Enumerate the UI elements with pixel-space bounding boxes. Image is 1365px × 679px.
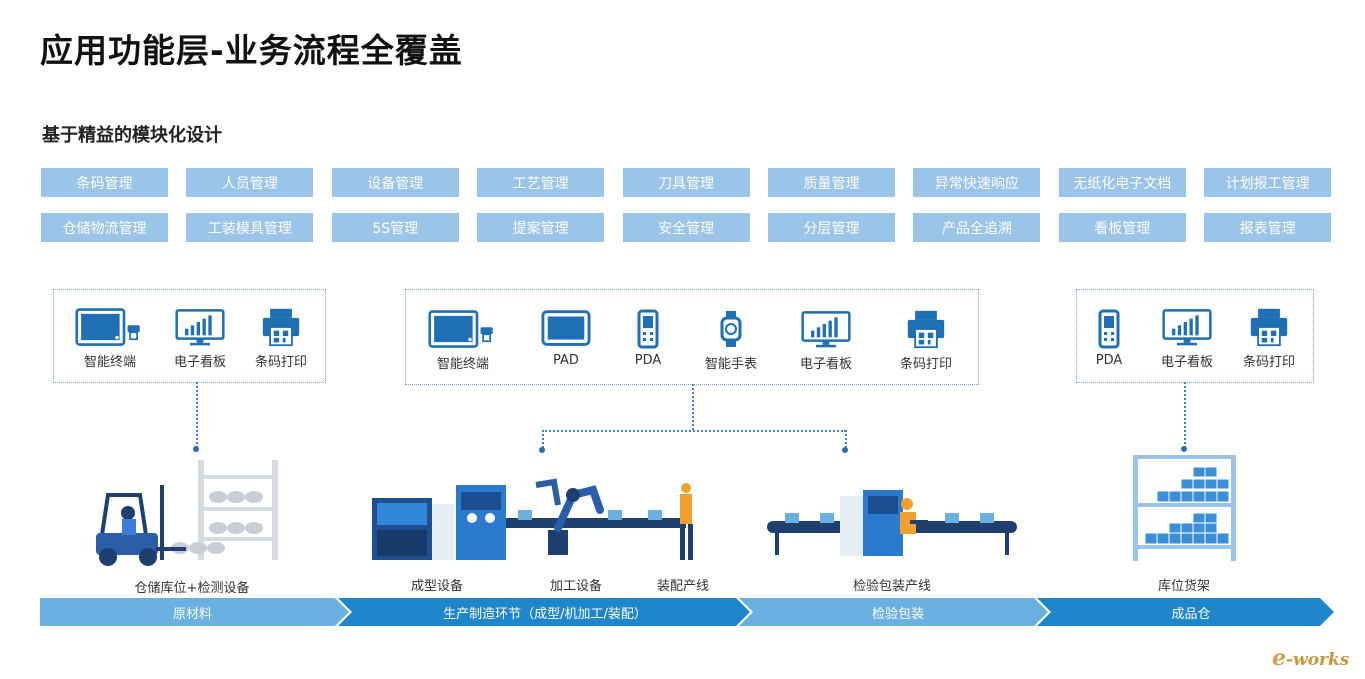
device-pad: PAD (521, 309, 611, 368)
device-electronic-board-left: 电子看板 (155, 307, 245, 370)
connector-middle-left-drop (542, 430, 544, 448)
module-plan-report[interactable]: 计划报工管理 (1204, 168, 1332, 197)
device-barcode-printer-right: 条码打印 (1224, 307, 1314, 370)
connector-middle-right-drop (845, 430, 847, 448)
electronic-board-icon (175, 307, 225, 347)
pda-icon (1097, 309, 1121, 349)
module-traceability[interactable]: 产品全追溯 (913, 213, 1041, 242)
connector-left (196, 382, 198, 448)
barcode-printer-icon (1249, 307, 1289, 347)
device-pda-middle: PDA (603, 309, 693, 368)
module-kanban[interactable]: 看板管理 (1058, 213, 1186, 242)
scene-label-shelf: 库位货架 (1157, 579, 1211, 594)
device-smart-watch: 智能手表 (686, 309, 776, 372)
shelf-illustration (1133, 455, 1236, 561)
module-quality[interactable]: 质量管理 (767, 168, 895, 197)
device-barcode-printer-left: 条码打印 (236, 307, 326, 370)
stage-production: 生产制造环节（成型/机加工/装配） (443, 606, 647, 622)
module-5s[interactable]: 5S管理 (331, 213, 459, 242)
scene-label-inspection: 检验包装产线 (852, 579, 932, 594)
module-safety[interactable]: 安全管理 (622, 213, 750, 242)
module-personnel[interactable]: 人员管理 (186, 168, 314, 197)
module-fixtures[interactable]: 工装模具管理 (186, 213, 314, 242)
pad-icon (541, 309, 591, 349)
device-barcode-printer-middle: 条码打印 (881, 309, 971, 372)
warehouse-forklift-illustration (96, 460, 278, 566)
connector-right (1184, 382, 1186, 448)
scene-label-warehouse: 仓储库位+检测设备 (134, 581, 250, 596)
production-line-illustration (372, 478, 693, 560)
barcode-printer-icon (906, 309, 946, 349)
module-paperless[interactable]: 无纸化电子文档 (1058, 168, 1186, 197)
smart-watch-icon (719, 309, 743, 349)
device-smart-terminal-middle: 智能终端 (418, 309, 508, 372)
page-title: 应用功能层-业务流程全覆盖 (40, 31, 463, 70)
connector-dot-middle-right (842, 447, 848, 453)
module-tooling[interactable]: 刀具管理 (622, 168, 750, 197)
module-layered[interactable]: 分层管理 (767, 213, 895, 242)
module-warehouse[interactable]: 仓储物流管理 (41, 213, 168, 242)
stage-finished-warehouse: 成品仓 (1171, 606, 1211, 622)
module-equipment[interactable]: 设备管理 (331, 168, 459, 197)
scene-label-machining: 加工设备 (549, 579, 603, 594)
pda-icon (636, 309, 660, 349)
connector-middle-trunk (692, 384, 694, 430)
electronic-board-icon (801, 309, 851, 349)
smart-terminal-icon (428, 309, 498, 349)
device-smart-terminal-left: 智能终端 (65, 307, 155, 370)
connector-dot-left (193, 446, 199, 452)
stage-inspection: 检验包装 (871, 606, 924, 622)
device-group-left (53, 289, 326, 383)
stage-raw-material: 原材料 (172, 606, 212, 622)
module-process[interactable]: 工艺管理 (477, 168, 605, 197)
connector-middle-bar (542, 430, 846, 432)
connector-dot-middle-left (539, 447, 545, 453)
module-proposal[interactable]: 提案管理 (477, 213, 605, 242)
barcode-printer-icon (261, 307, 301, 347)
inspection-line-illustration (767, 490, 1017, 556)
section-subtitle: 基于精益的模块化设计 (42, 125, 222, 146)
smart-terminal-icon (75, 307, 145, 347)
device-pda-right: PDA (1064, 309, 1154, 368)
module-grid: 条码管理 人员管理 设备管理 工艺管理 刀具管理 质量管理 异常快速响应 无纸化… (41, 168, 1332, 242)
module-barcode[interactable]: 条码管理 (41, 168, 168, 197)
connector-dot-right (1181, 446, 1187, 452)
module-exception[interactable]: 异常快速响应 (913, 168, 1041, 197)
module-report[interactable]: 报表管理 (1204, 213, 1332, 242)
device-electronic-board-right: 电子看板 (1142, 307, 1232, 370)
scene-label-forming: 成型设备 (410, 579, 464, 594)
device-group-right (1076, 289, 1314, 383)
scene-label-assembly: 装配产线 (656, 579, 710, 594)
stage-arrow-bar (40, 598, 1334, 626)
electronic-board-icon (1162, 307, 1212, 347)
device-electronic-board-middle: 电子看板 (781, 309, 871, 372)
eworks-logo: e-works (1272, 645, 1350, 671)
